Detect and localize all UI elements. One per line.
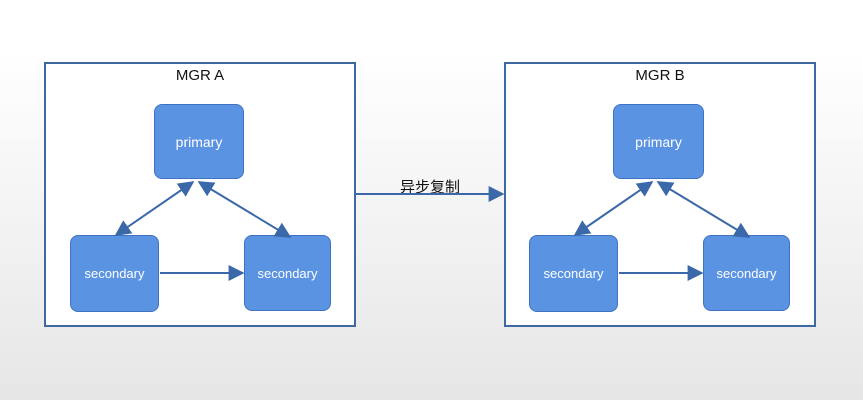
- cluster-title: MGR B: [635, 67, 685, 84]
- secondary-node-b-left: secondary: [529, 235, 618, 312]
- arrow-a-primary-to-secondary-left: [114, 181, 195, 236]
- arrow-a-primary-to-secondary-right: [197, 181, 292, 238]
- async-replication-label: 异步复制: [399, 178, 460, 196]
- cluster-title: MGR A: [175, 67, 225, 84]
- primary-node-a: primary: [154, 104, 244, 179]
- secondary-node-a-left: secondary: [70, 235, 159, 312]
- primary-node-b: primary: [613, 104, 704, 179]
- arrow-b-primary-to-secondary-left: [573, 181, 654, 236]
- secondary-node-b-right: secondary: [703, 235, 790, 311]
- secondary-node-a-right: secondary: [244, 235, 331, 311]
- arrow-b-primary-to-secondary-right: [656, 181, 751, 238]
